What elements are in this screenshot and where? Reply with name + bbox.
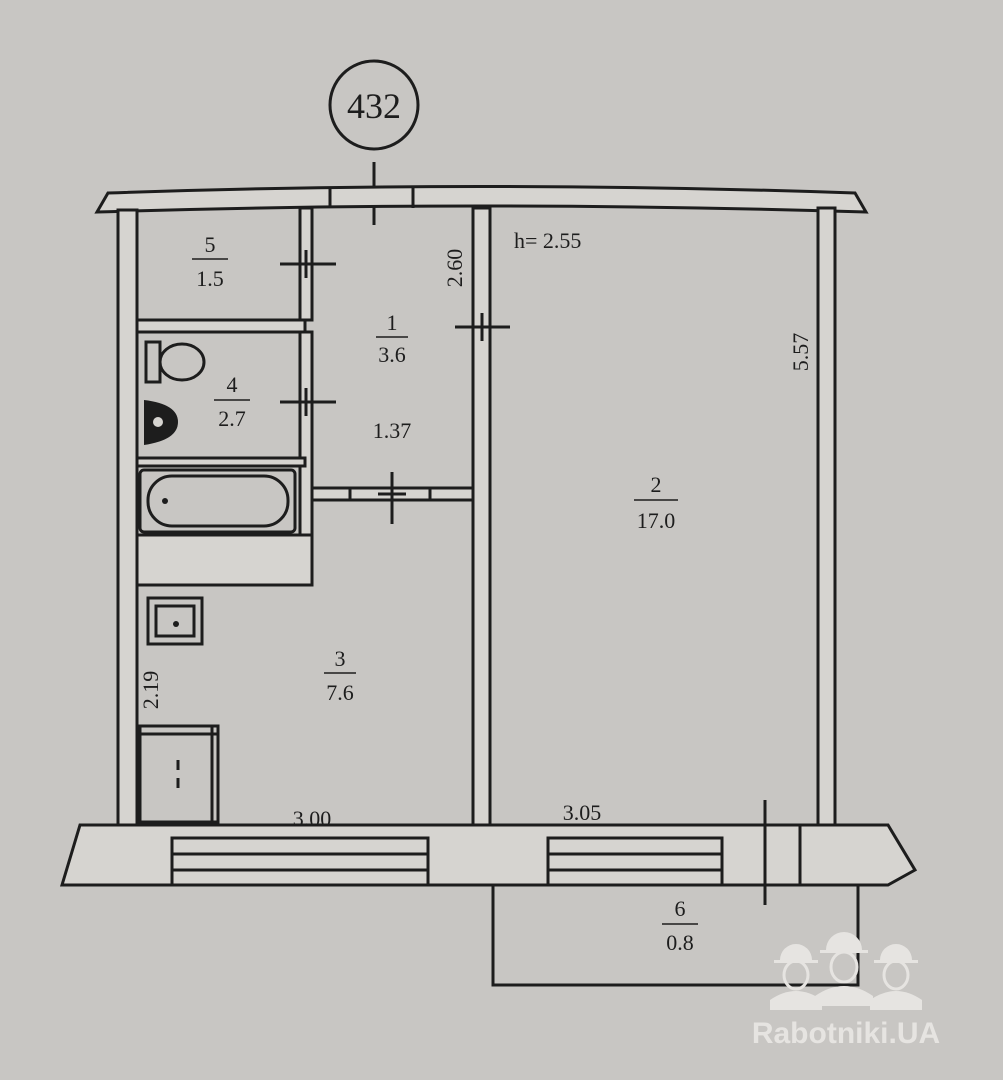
- svg-text:7.6: 7.6: [326, 680, 354, 705]
- bathtub-icon: [138, 468, 297, 534]
- svg-text:0.8: 0.8: [666, 930, 694, 955]
- watermark-logo: Rabotniki.UA: [752, 932, 940, 1050]
- dim-corridor-length: 1.37: [373, 418, 412, 443]
- ceiling-height-label: h= 2.55: [514, 228, 581, 253]
- worker-icon: [870, 944, 922, 1010]
- windows: [170, 800, 802, 905]
- wall-toilet-bath: [135, 456, 307, 468]
- stove-icon: [138, 724, 220, 824]
- svg-text:4: 4: [227, 372, 238, 397]
- room-label-6: 6 0.8: [662, 896, 698, 955]
- svg-text:17.0: 17.0: [637, 508, 676, 533]
- door-marks: [280, 250, 510, 524]
- top-wall: [94, 185, 869, 214]
- svg-text:2: 2: [651, 472, 662, 497]
- dim-kitchen-side: 2.19: [138, 671, 163, 710]
- watermark-text: Rabotniki.UA: [752, 1017, 940, 1050]
- dim-room-length: 5.57: [788, 333, 813, 372]
- plan-number: 432: [347, 86, 401, 126]
- wall-bath-kitchen: [135, 533, 314, 587]
- svg-text:2.7: 2.7: [218, 406, 246, 431]
- svg-text:1: 1: [387, 310, 398, 335]
- right-wall: [816, 206, 837, 830]
- toilet-icon: [144, 340, 206, 384]
- worker-icon: [815, 932, 873, 1006]
- room-label-5: 5 1.5: [192, 232, 228, 291]
- svg-text:5: 5: [205, 232, 216, 257]
- svg-text:1.5: 1.5: [196, 266, 224, 291]
- wall-1-2: [471, 206, 492, 838]
- plan-number-badge: 432: [328, 59, 420, 225]
- sink-icon: [146, 596, 204, 646]
- left-wall: [116, 208, 139, 840]
- room-label-2: 2 17.0: [634, 472, 678, 533]
- balcony: [491, 885, 860, 987]
- room-label-3: 3 7.6: [324, 646, 356, 705]
- svg-text:3: 3: [335, 646, 346, 671]
- washbasin-icon: [144, 400, 178, 445]
- svg-text:3.6: 3.6: [378, 342, 406, 367]
- worker-icon: [770, 944, 822, 1010]
- dim-corridor-width: 2.60: [442, 249, 467, 288]
- dim-room-width: 3.05: [563, 800, 602, 825]
- room-label-1: 1 3.6: [376, 310, 408, 367]
- wall-5-4: [135, 318, 307, 334]
- svg-text:6: 6: [675, 896, 686, 921]
- dim-kitchen-width: 3.00: [293, 806, 332, 831]
- room-label-4: 4 2.7: [214, 372, 250, 431]
